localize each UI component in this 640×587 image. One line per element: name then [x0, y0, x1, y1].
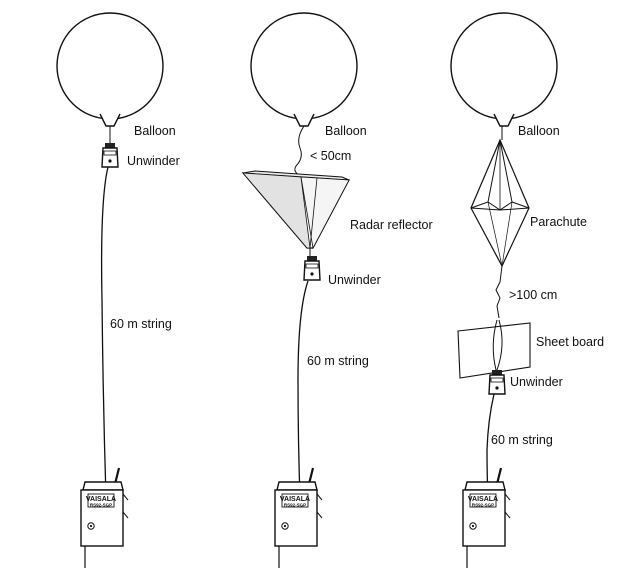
unwinder-label-2: Unwinder — [328, 273, 381, 287]
string-label-1: 60 m string — [110, 317, 172, 331]
radiosonde-model-2: RS92-SGP — [284, 503, 306, 508]
radiosonde-model-3: RS92-SGP — [472, 503, 494, 508]
radiosonde-brand-3: VAISALA — [468, 496, 498, 503]
string-1 — [100, 166, 109, 499]
radiosonde-1: VAISALA RS92-SGP — [79, 466, 130, 570]
unwinder-2 — [303, 255, 321, 281]
balloon-label-1: Balloon — [134, 124, 176, 138]
string-2 — [297, 280, 309, 499]
radiosonde-model-1: RS92-SGP — [90, 503, 112, 508]
setup-3: Balloon Parachute >100 cm Sheet board Un… — [450, 12, 604, 570]
setup-2: Balloon < 50cm Radar reflector Unwinder … — [241, 12, 433, 570]
balloon-3 — [450, 12, 558, 127]
balloon-label-2: Balloon — [325, 124, 367, 138]
unwinder-label-1: Unwinder — [127, 154, 180, 168]
connector-3 — [495, 265, 503, 319]
parachute-label: Parachute — [530, 215, 587, 229]
connector-2 — [294, 125, 305, 178]
board-label: Sheet board — [536, 335, 604, 349]
string-label-2: 60 m string — [307, 354, 369, 368]
sheet-board — [457, 319, 531, 379]
unwinder-label-3: Unwinder — [510, 375, 563, 389]
radiosonde-brand-1: VAISALA — [86, 496, 116, 503]
string-label-3: 60 m string — [491, 433, 553, 447]
radiosonde-brand-2: VAISALA — [280, 496, 310, 503]
setup-1: Balloon Unwinder 60 m string VAISALA RS9… — [56, 12, 180, 570]
gap-label-3: >100 cm — [509, 288, 557, 302]
radiosonde-2: VAISALA RS92-SGP — [273, 466, 324, 570]
reflector-label: Radar reflector — [350, 218, 433, 232]
unwinder-1 — [101, 142, 119, 168]
radar-reflector — [241, 170, 350, 250]
gap-label-2: < 50cm — [310, 149, 351, 163]
balloon-label-3: Balloon — [518, 124, 560, 138]
balloon-2 — [250, 12, 358, 127]
parachute — [470, 138, 530, 268]
radiosonde-3: VAISALA RS92-SGP — [461, 466, 512, 570]
balloon-1 — [56, 12, 164, 127]
